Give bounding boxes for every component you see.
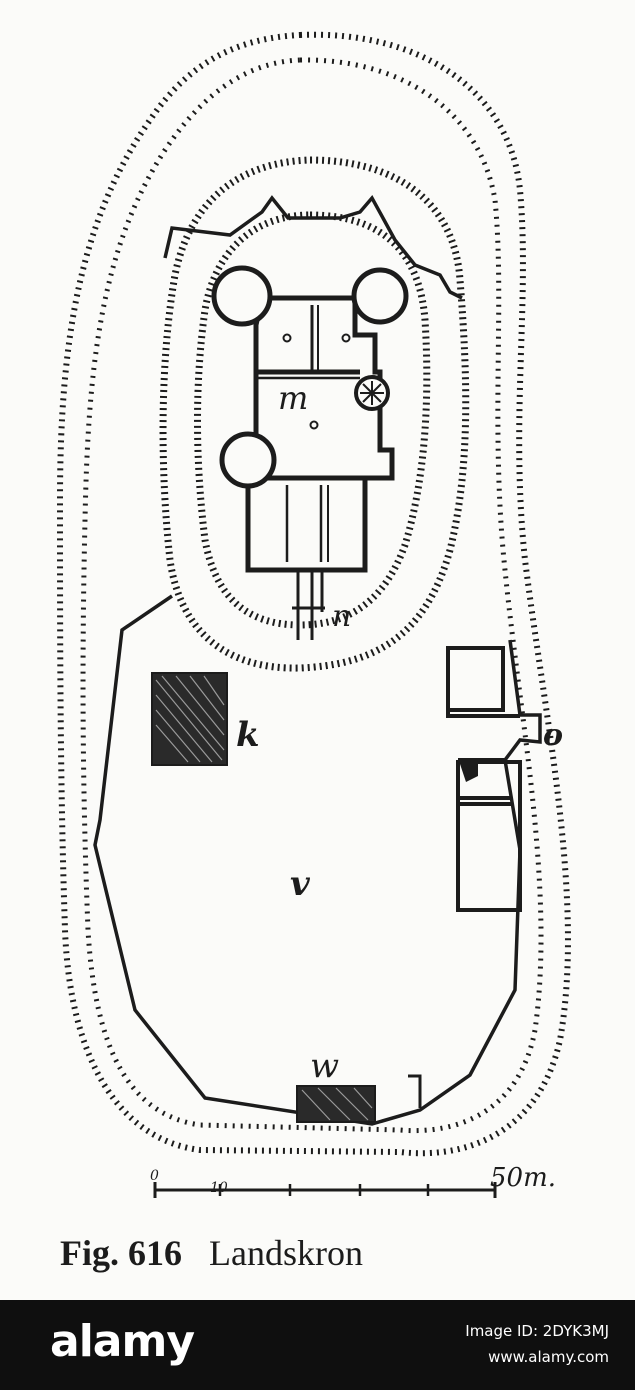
figure-caption: Fig. 616 Landskron	[60, 1232, 620, 1274]
label-w: w	[310, 1046, 339, 1086]
east-building-north	[446, 646, 505, 712]
upper-rampart-outline	[163, 194, 463, 300]
scale-bar	[153, 1182, 497, 1198]
column-marker	[341, 333, 351, 343]
keep-building	[245, 295, 395, 573]
building-k	[151, 672, 228, 766]
outer-moat-hatching	[56, 31, 571, 1157]
site-link[interactable]: www.alamy.com	[488, 1348, 609, 1366]
tower-northeast	[351, 267, 409, 325]
scale-end-label: 50m.	[490, 1163, 556, 1193]
column-marker	[309, 420, 319, 430]
image-id: Image ID: 2DYK3MJ	[465, 1322, 609, 1340]
caption-title: Landskron	[209, 1233, 363, 1273]
caption-number: Fig. 616	[60, 1233, 182, 1273]
label-m: m	[278, 379, 308, 417]
bailey-curtain-wall	[93, 594, 542, 1126]
alamy-logo[interactable]: alamy	[50, 1316, 195, 1367]
label-k: k	[236, 715, 260, 755]
castle-plan-drawing: m n k o v w 0 10 50m.	[56, 31, 571, 1198]
tower-northwest	[211, 265, 273, 327]
scale-start-label: 0	[150, 1168, 159, 1184]
inner-ring-hatching	[159, 156, 470, 672]
keep-ring-hatching	[194, 211, 431, 629]
building-w	[296, 1085, 376, 1123]
label-o: o	[543, 718, 563, 753]
east-building-south-corner	[460, 764, 478, 782]
castle-plan-figure: m n k o v w 0 10 50m.	[56, 31, 571, 1198]
watermark-footer	[0, 1300, 635, 1390]
tower-west	[219, 431, 277, 489]
column-marker	[282, 333, 292, 343]
small-wall-stub	[408, 1074, 422, 1108]
scale-tick-label: 10	[210, 1180, 228, 1196]
label-v: v	[290, 864, 311, 904]
label-n: n	[332, 599, 351, 634]
well-wheel	[354, 375, 390, 411]
image-meta: Image ID: 2DYK3MJ www.alamy.com	[409, 1318, 609, 1370]
gate-o-walls	[446, 710, 520, 762]
bridge-n	[292, 572, 325, 640]
